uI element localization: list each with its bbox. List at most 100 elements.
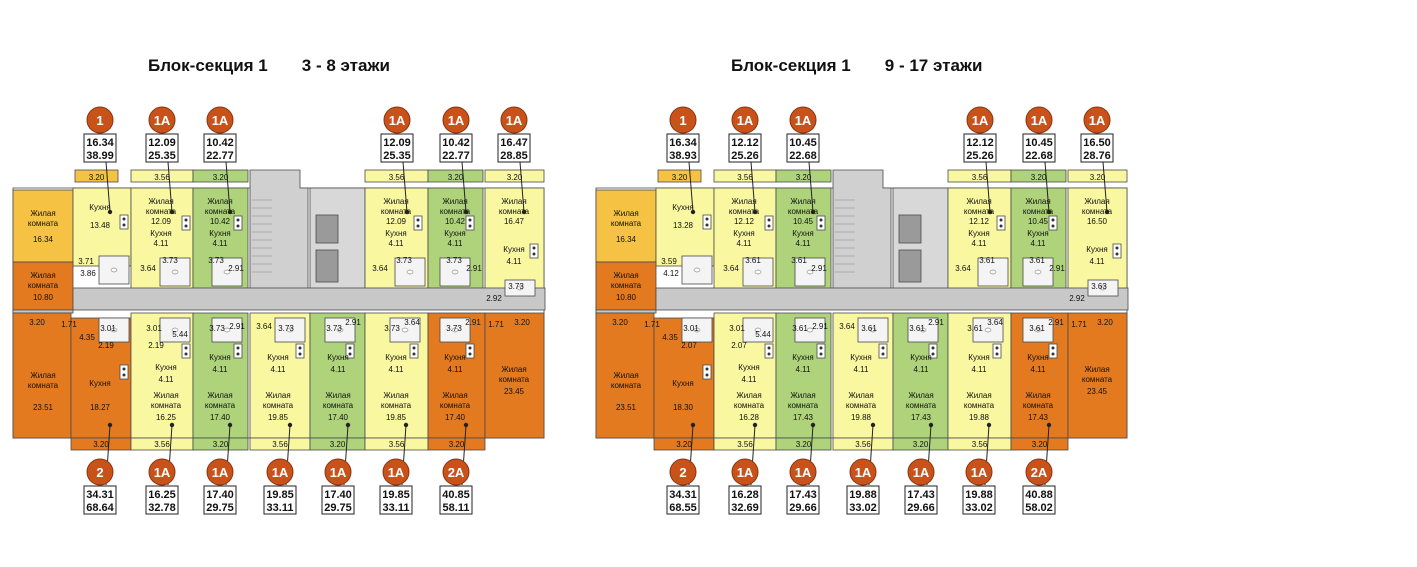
label: Кухня (444, 229, 465, 238)
label: 19.85 (386, 413, 407, 422)
apartment-badge (442, 106, 470, 134)
dimension: 3.73 (209, 324, 225, 333)
label: 4.11 (737, 239, 753, 248)
stove-icon (816, 343, 826, 359)
burner (236, 224, 240, 228)
apartment-number: 1А (154, 465, 171, 480)
label: 10.42 (210, 217, 231, 226)
apartment-badge (907, 458, 935, 486)
leader-line (808, 161, 814, 213)
window-strip (775, 169, 832, 183)
label: комната (611, 281, 642, 290)
dimension: 3.64 (723, 264, 739, 273)
label: комната (846, 401, 877, 410)
burner (298, 346, 302, 350)
toilet-icon (451, 327, 459, 333)
stove-icon (119, 214, 129, 230)
apartment-number: 1А (212, 465, 229, 480)
label: Жилая (736, 391, 761, 400)
area-living: 10.42 (206, 137, 234, 149)
burner (416, 224, 420, 228)
plan-title-floors: 9 - 17 этажи (884, 56, 983, 75)
label: Кухня (850, 353, 871, 362)
label: Кухня (733, 229, 754, 238)
stove-icon (878, 343, 888, 359)
label: Жилая (790, 197, 815, 206)
room-living (12, 189, 74, 263)
dimension: 3.64 (372, 264, 388, 273)
dimension: 3.20 (448, 173, 464, 182)
dimension: 2.19 (148, 341, 164, 350)
leader-dot (169, 209, 175, 215)
label: 19.88 (969, 413, 990, 422)
label: 17.43 (1028, 413, 1049, 422)
label: Кухня (327, 353, 348, 362)
stove-icon (816, 215, 826, 231)
apartment-number: 1А (971, 465, 988, 480)
apartment-number: 1А (154, 113, 171, 128)
label: 19.88 (851, 413, 872, 422)
area-box (439, 485, 473, 515)
leader-dot (752, 422, 758, 428)
label: Жилая (207, 197, 232, 206)
label: комната (28, 381, 59, 390)
area-total: 25.26 (731, 150, 759, 162)
label: комната (440, 401, 471, 410)
area-total: 33.02 (965, 502, 993, 514)
apartment-number: 2 (679, 465, 686, 480)
stove-icon (764, 215, 774, 231)
apartment-number: 1А (737, 113, 754, 128)
dimension: 3.61 (791, 256, 807, 265)
burner (1051, 224, 1055, 228)
room-living (1067, 312, 1128, 439)
leader-dot (345, 422, 351, 428)
burner (705, 217, 709, 221)
dimension: 3.20 (89, 173, 105, 182)
leader-dot (403, 422, 409, 428)
dimension: 3.56 (737, 440, 753, 449)
toilet-icon (223, 269, 231, 275)
dimension: 2.91 (465, 318, 481, 327)
label: 4.11 (1031, 239, 1047, 248)
label: Кухня (209, 353, 230, 362)
label: комната (964, 401, 995, 410)
leader-dot (463, 209, 469, 215)
label: Кухня (150, 229, 171, 238)
room-living (595, 312, 655, 439)
apartment-badge (383, 106, 411, 134)
dimension: 3.61 (967, 324, 983, 333)
apartment-badge (500, 106, 528, 134)
burner (184, 218, 188, 222)
label: 17.40 (210, 413, 231, 422)
dimension: 2.91 (345, 318, 361, 327)
burner (881, 352, 885, 356)
label: 12.12 (969, 217, 990, 226)
stove-icon (465, 215, 475, 231)
apartment-badge (1025, 106, 1053, 134)
label: комната (499, 375, 530, 384)
apartment-badge (731, 106, 759, 134)
label: комната (28, 281, 59, 290)
burner (705, 223, 709, 227)
apartment-badge (669, 106, 697, 134)
leader-dot (107, 209, 113, 215)
label: комната (611, 381, 642, 390)
leader-line (461, 161, 467, 213)
area-box (203, 133, 237, 163)
label: комната (440, 207, 471, 216)
area-living: 17.43 (907, 489, 935, 501)
leader-line (167, 161, 173, 213)
label: Кухня (89, 379, 110, 388)
corridor (12, 309, 74, 314)
label: Кухня (672, 379, 693, 388)
toilet-icon (754, 327, 762, 333)
toilet-icon (1099, 285, 1107, 291)
area-total: 29.66 (789, 502, 817, 514)
leader-dot (690, 209, 696, 215)
area-total: 38.93 (669, 150, 697, 162)
label: комната (499, 207, 530, 216)
apartment-number: 1А (913, 465, 930, 480)
area-living: 16.34 (86, 137, 114, 149)
